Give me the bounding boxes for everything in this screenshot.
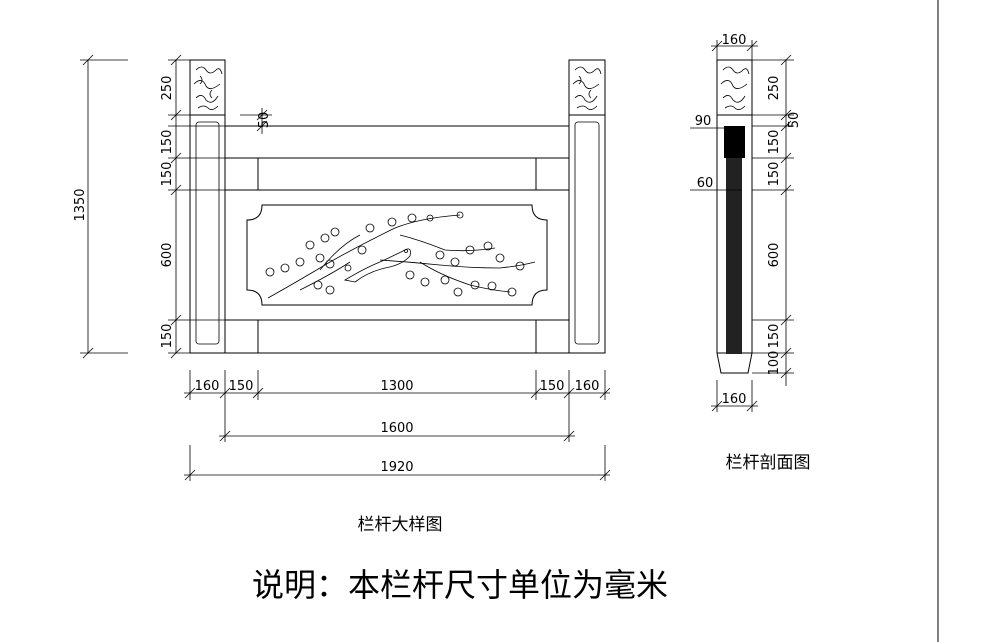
plum-blossom-carving [265,211,536,299]
section-view: 160 160 90 60 250 50 150 150 600 150 100… [690,33,811,473]
dim-top-rail-1: 150 [160,130,175,155]
dim-frame-right: 150 [540,379,565,394]
section-view-title: 栏杆剖面图 [726,453,811,473]
section-dim-inner-60: 60 [697,176,714,191]
front-view: 1350 250 150 150 600 150 50 160 150 1300… [73,54,611,535]
dim-bottom-rail: 150 [160,324,175,349]
dim-rail-offset: 50 [257,112,272,129]
section-dim-panel: 600 [767,243,782,268]
section-dim-base: 100 [767,351,782,376]
dim-overall-height: 1350 [73,188,88,221]
dim-post-cap: 250 [160,76,175,101]
units-note: 说明：本栏杆尺寸单位为毫米 [252,566,668,604]
dim-span-total: 1920 [380,460,413,475]
section-dim-bottom-width: 160 [722,392,747,407]
carved-panel [246,204,548,306]
right-cap-ornament [572,66,602,110]
section-dim-cap: 250 [767,76,782,101]
front-view-title: 栏杆大样图 [358,515,443,535]
section-dim-rail-2: 150 [767,162,782,187]
section-top-rail [724,126,745,158]
section-cap-ornament [720,66,750,110]
section-dim-rail-1: 150 [767,130,782,155]
rail-frame-outer [224,125,570,354]
dim-post-width-right: 160 [575,379,600,394]
left-cap-ornament [193,66,223,110]
section-dim-bottom-rail: 150 [767,324,782,349]
right-post-inlay [574,121,600,345]
dim-panel-width: 1300 [380,379,413,394]
dim-post-width-left: 160 [195,379,220,394]
dim-top-rail-2: 150 [160,162,175,187]
right-post [568,114,606,354]
section-panel-core [726,158,742,354]
dim-span-inner: 1600 [380,421,413,436]
section-dim-offset: 50 [787,112,802,129]
left-post [189,114,226,354]
section-dim-top-width: 160 [722,33,747,48]
dim-panel: 600 [160,243,175,268]
dim-frame-left: 150 [229,379,254,394]
left-post-inlay [195,121,220,345]
section-dim-inner-90: 90 [695,114,712,129]
